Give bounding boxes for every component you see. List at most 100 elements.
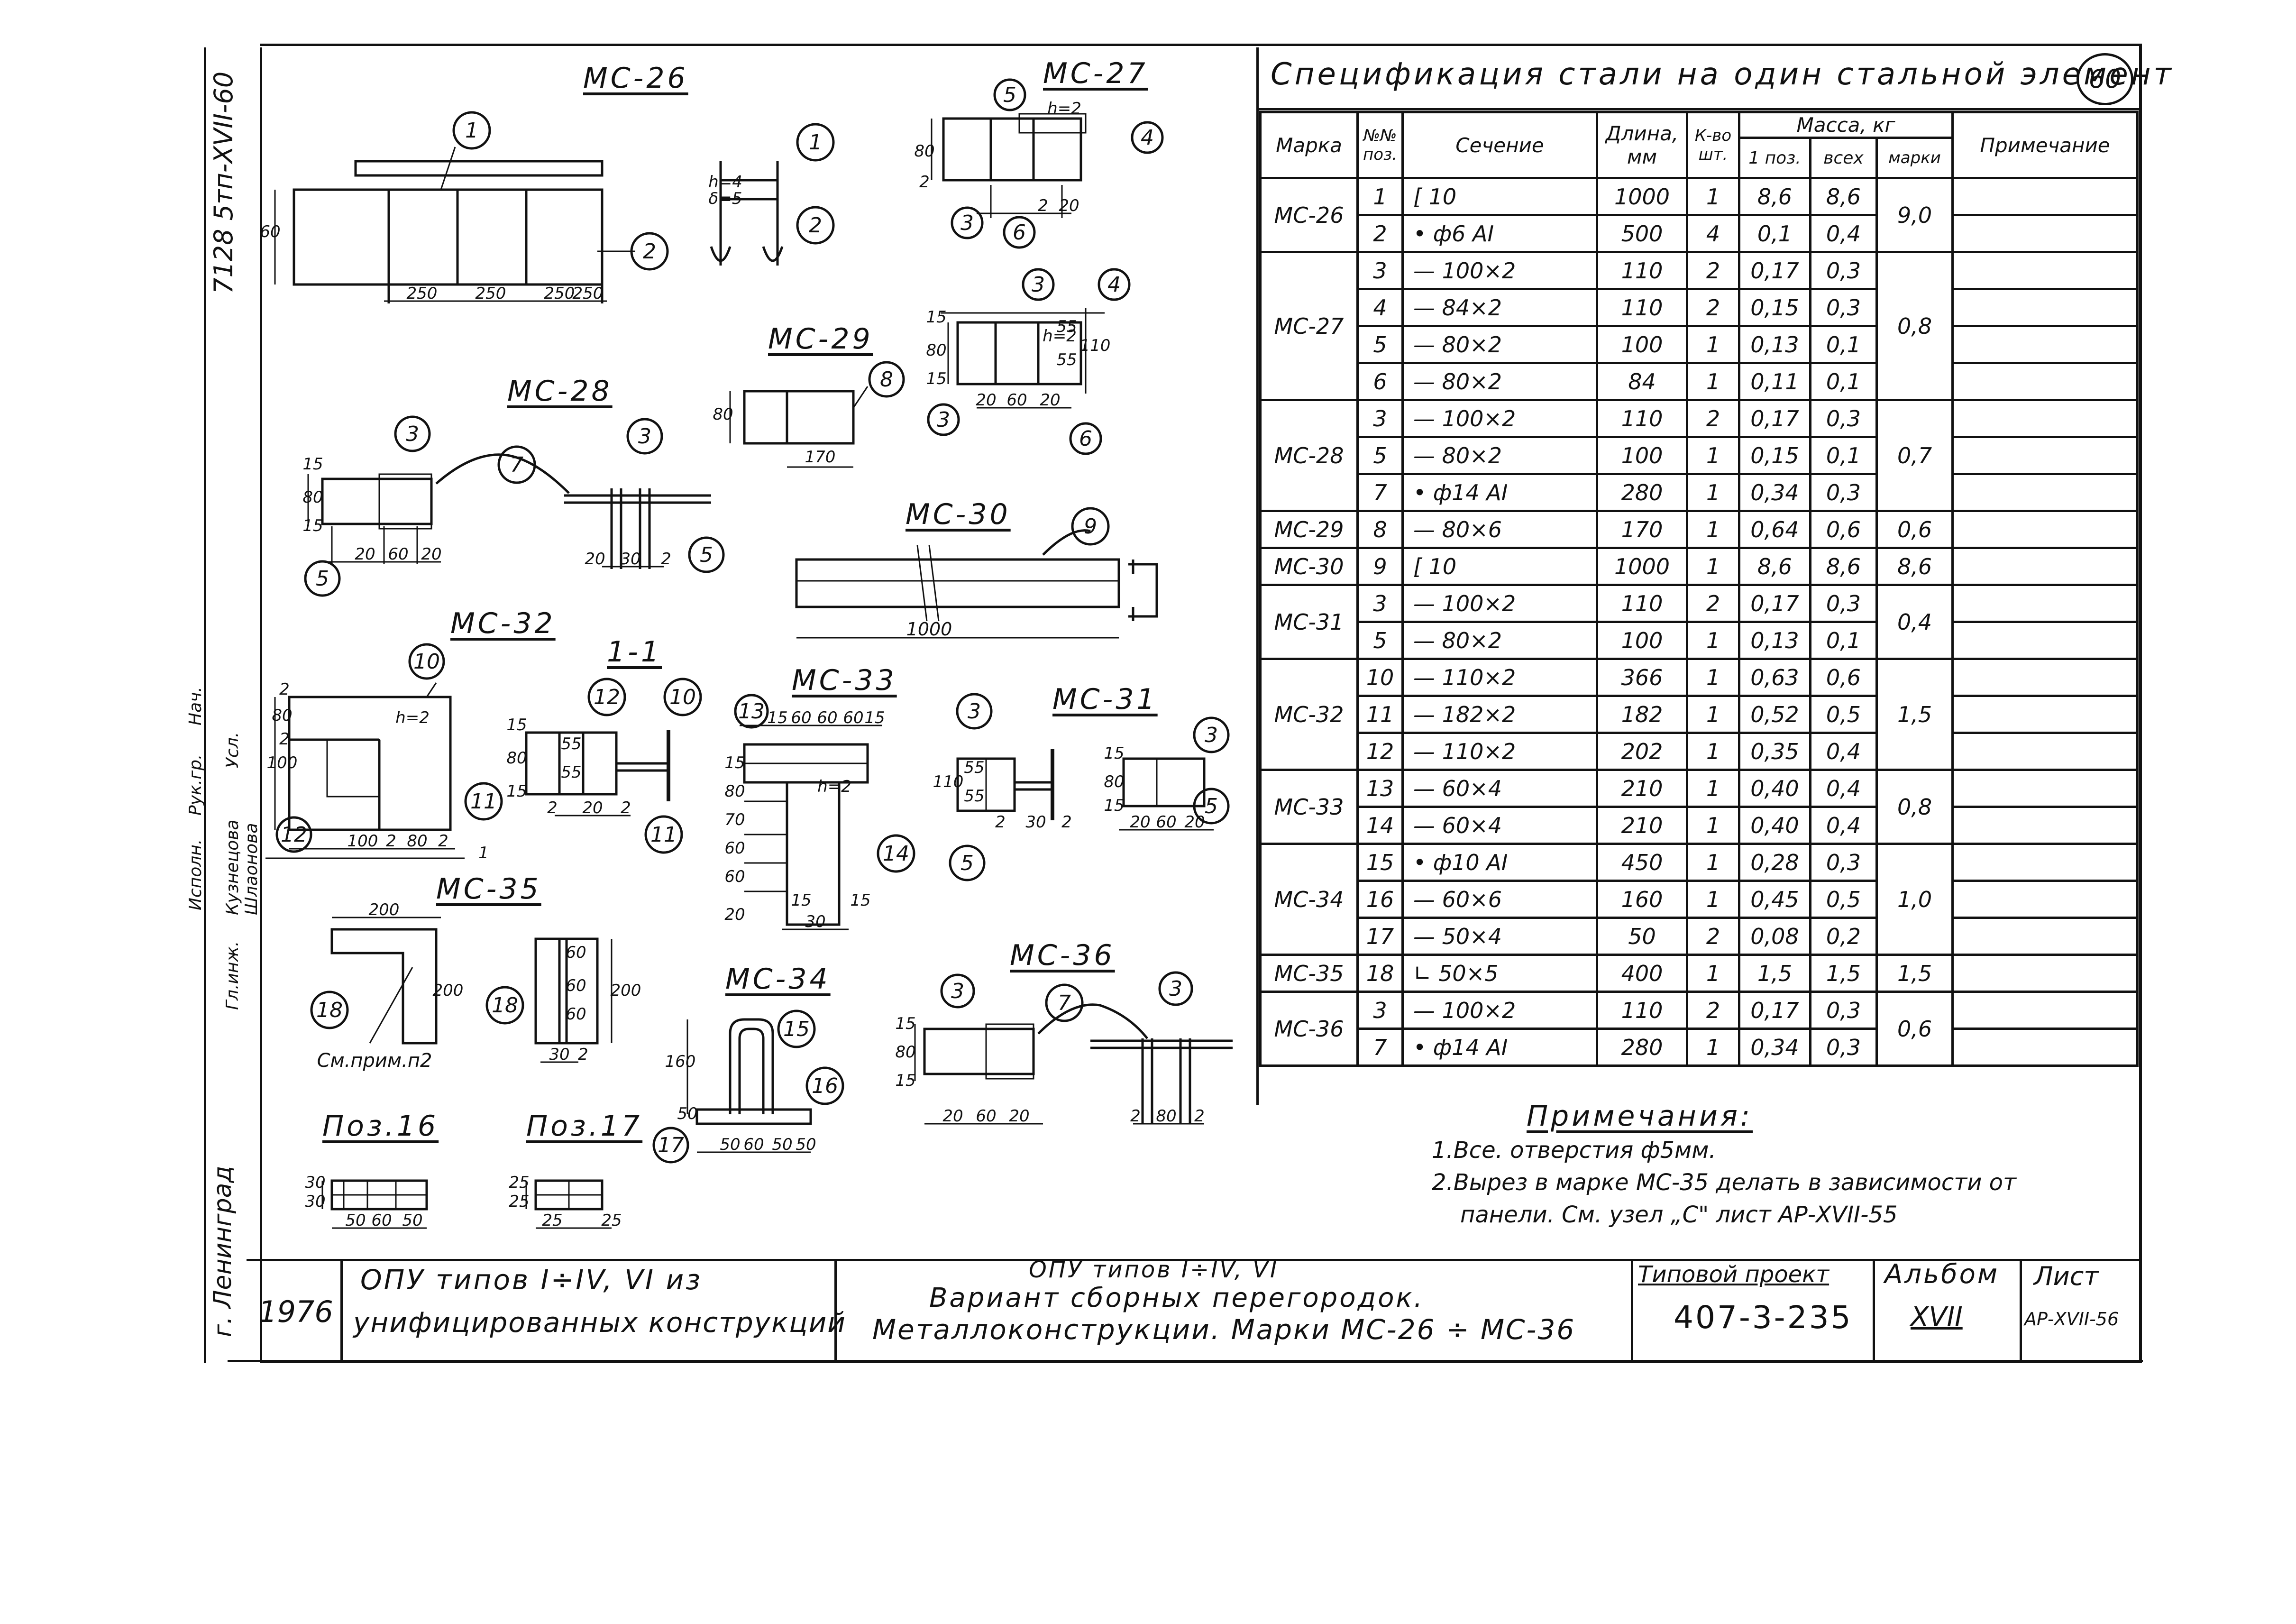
callout: 6 bbox=[1079, 427, 1092, 451]
table-row: МС-33 13 — 60×4 210 1 0,40 0,4 0,8 bbox=[1259, 769, 2139, 845]
cell-poz: 5 bbox=[1356, 436, 1404, 475]
sheet-number: 60 bbox=[2088, 64, 2122, 94]
title-mc29: МС-29 bbox=[768, 322, 873, 356]
dim: 50 bbox=[796, 1135, 816, 1154]
tb-div-3 bbox=[1631, 1259, 1633, 1361]
cell-marka: МС-26 bbox=[1259, 177, 1359, 253]
tb-div-5 bbox=[2020, 1259, 2022, 1361]
cell-poz: 9 bbox=[1356, 547, 1404, 586]
cell-sec: • ф6 AI bbox=[1401, 214, 1598, 253]
dim: 20 bbox=[355, 545, 375, 564]
cell-m1: 0,13 bbox=[1738, 621, 1811, 660]
table-row: 16 — 60×6 160 1 0,45 0,5 bbox=[1261, 880, 2139, 919]
cell-mall: 1,5 bbox=[1809, 954, 1878, 993]
spec-header-row-1: Марка №№ поз. Сечение Длина, мм К-во шт.… bbox=[1259, 111, 2139, 179]
callout: 14 bbox=[883, 842, 909, 866]
cell-m1: 0,15 bbox=[1738, 436, 1811, 475]
dim: 2 bbox=[919, 173, 930, 192]
cell-m1: 0,17 bbox=[1738, 991, 1811, 1030]
cell-poz: 12 bbox=[1356, 732, 1404, 771]
cell-m1: 0,52 bbox=[1738, 695, 1811, 734]
cell-prim bbox=[1951, 695, 2139, 734]
cell-prim bbox=[1951, 510, 2139, 549]
cell-prim bbox=[1951, 214, 2139, 253]
cell-poz: 2 bbox=[1356, 214, 1404, 253]
cell-poz: 10 bbox=[1356, 658, 1404, 697]
callout: 1 bbox=[465, 119, 478, 143]
dim: 15 bbox=[1104, 744, 1124, 763]
cell-qty: 1 bbox=[1686, 806, 1740, 845]
tb-proj-label: Типовой проект bbox=[1638, 1261, 1829, 1288]
callout: 3 bbox=[406, 422, 419, 446]
cell-mall: 0,3 bbox=[1809, 288, 1878, 327]
callout: 18 bbox=[316, 998, 343, 1022]
dim: 20 bbox=[582, 798, 603, 817]
cell-mmark: 0,8 bbox=[1875, 251, 1954, 401]
dim: 20 bbox=[1184, 813, 1205, 832]
spec-title: Спецификация стали на один стальной элем… bbox=[1271, 57, 2174, 92]
cell-len: 110 bbox=[1596, 991, 1688, 1030]
callout: 1 bbox=[809, 130, 822, 155]
cell-sec: [ 10 bbox=[1401, 547, 1598, 586]
dim: 15 bbox=[724, 753, 745, 772]
dim: 2 bbox=[661, 550, 671, 569]
title-section-1-1: 1-1 bbox=[607, 635, 662, 669]
cell-m1: 0,17 bbox=[1738, 251, 1811, 290]
dim: 20 bbox=[1040, 391, 1060, 410]
cell-mall: 0,1 bbox=[1809, 362, 1878, 401]
cell-poz: 3 bbox=[1356, 991, 1404, 1030]
dim: См.прим.п2 bbox=[317, 1050, 432, 1072]
callout: 13 bbox=[738, 699, 765, 724]
dim: 30 bbox=[1025, 813, 1046, 832]
table-row: МС-34 15 • ф10 AI 450 1 0,28 0,3 1,0 bbox=[1259, 843, 2139, 956]
callout: 7 bbox=[1058, 991, 1071, 1015]
cell-prim bbox=[1951, 1028, 2139, 1067]
callout: 9 bbox=[1084, 514, 1097, 539]
cell-sec: — 100×2 bbox=[1401, 991, 1598, 1030]
dim: 2 bbox=[1061, 813, 1072, 832]
title-mc36: МС-36 bbox=[1010, 939, 1115, 972]
cell-m1: 0,15 bbox=[1738, 288, 1811, 327]
cell-marka: МС-35 bbox=[1259, 954, 1359, 993]
cell-mall: 0,1 bbox=[1809, 621, 1878, 660]
dim: 20 bbox=[1009, 1107, 1029, 1126]
table-row: МС-26 1 [ 10 1000 1 8,6 8,6 9,0 bbox=[1259, 177, 2139, 253]
drawings: 1 2 1 2 5 4 3 6 3 4 3 6 8 3 7 3 5 5 9 10… bbox=[260, 78, 1233, 1230]
hdr-m1: 1 поз. bbox=[1738, 137, 1811, 179]
callout: 6 bbox=[1013, 220, 1026, 245]
dim: h=2 bbox=[817, 777, 851, 796]
cell-poz: 16 bbox=[1356, 880, 1404, 919]
table-row: МС-28 3 — 100×2 110 2 0,17 0,3 0,7 bbox=[1259, 399, 2139, 512]
dim: 100 bbox=[348, 832, 378, 851]
dim: 55 bbox=[1056, 350, 1077, 369]
cell-qty: 2 bbox=[1686, 288, 1740, 327]
dim: 25 bbox=[601, 1211, 622, 1230]
cell-prim bbox=[1951, 917, 2139, 956]
cell-sec: — 60×4 bbox=[1401, 769, 1598, 808]
callout: 8 bbox=[880, 367, 893, 392]
cell-sec: — 110×2 bbox=[1401, 658, 1598, 697]
dim: 60 bbox=[791, 708, 811, 727]
title-mc31: МС-31 bbox=[1052, 683, 1158, 716]
cell-m1: 0,17 bbox=[1738, 584, 1811, 623]
tb-center-line2: Вариант сборных перегородок. bbox=[929, 1283, 1425, 1313]
dim: 55 bbox=[561, 763, 581, 782]
hdr-mall: всех bbox=[1809, 137, 1878, 179]
cell-qty: 1 bbox=[1686, 177, 1740, 216]
dim: 200 bbox=[369, 900, 400, 919]
dim: 80 bbox=[724, 782, 745, 801]
dim: 60 bbox=[566, 943, 586, 962]
cell-sec: • ф10 AI bbox=[1401, 843, 1598, 882]
cell-marka: МС-32 bbox=[1259, 658, 1359, 771]
cell-len: 210 bbox=[1596, 806, 1688, 845]
dim: 160 bbox=[665, 1052, 696, 1071]
cell-m1: 8,6 bbox=[1738, 547, 1811, 586]
dim: 25 bbox=[542, 1211, 562, 1230]
dim: 25 bbox=[509, 1192, 529, 1211]
tb-center-line1: ОПУ типов I÷IV, VI bbox=[1029, 1257, 1279, 1283]
dim: 80 bbox=[1104, 772, 1124, 791]
cell-qty: 1 bbox=[1686, 510, 1740, 549]
dim: 100 bbox=[267, 753, 298, 772]
dim: 25 bbox=[509, 1173, 529, 1192]
tb-center-line3: Металлоконструкции. Марки МС-26 ÷ МС-36 bbox=[872, 1313, 1576, 1346]
